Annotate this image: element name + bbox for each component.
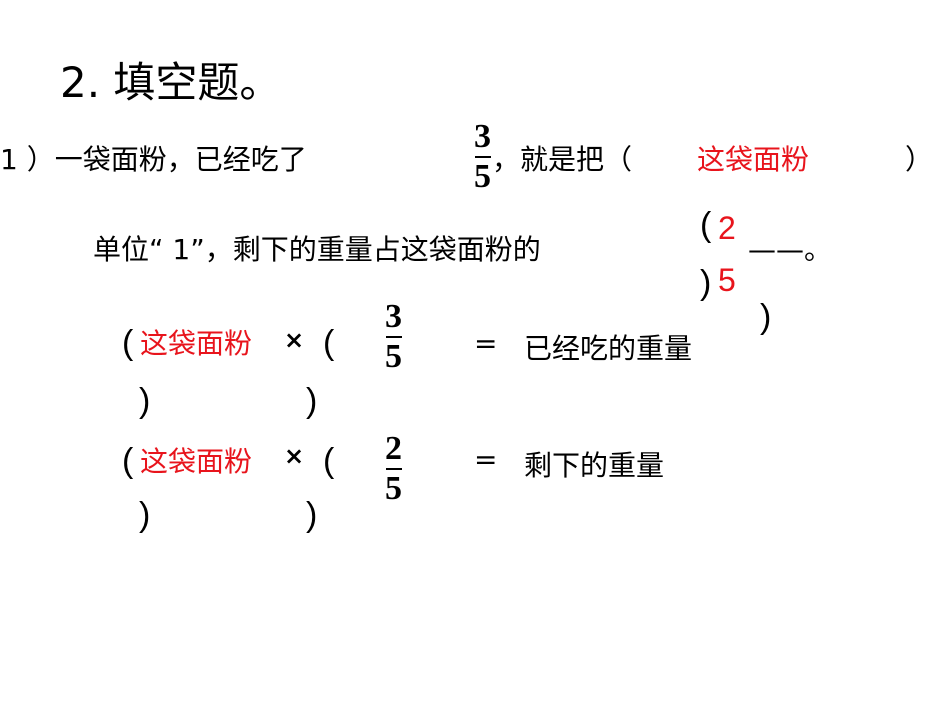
section-title: 2. 填空题。	[60, 58, 282, 107]
q1-answer-unit: 这袋面粉	[697, 143, 810, 176]
eq1-close-paren-1: )	[139, 382, 151, 420]
eq2-close-paren-2: )	[306, 496, 318, 534]
eq1-close-paren-2: )	[306, 382, 318, 420]
fraction-numerator: 2	[385, 430, 402, 467]
eq2-open-paren-2: (	[323, 442, 335, 480]
eq1-equals: =	[474, 327, 498, 360]
fraction-numerator: 3	[385, 298, 402, 335]
q2-answer-denominator: 5	[718, 262, 736, 298]
q1-fraction: 3 5	[474, 120, 491, 194]
eq1-open-paren-1: (	[122, 324, 134, 362]
q2-text-a: 单位“ 1”，剩下的重量占这袋面粉的	[93, 233, 541, 266]
eq2-close-paren-1: )	[139, 496, 151, 534]
fraction-bar	[385, 336, 402, 338]
q2-close-paren-2: )	[760, 298, 772, 336]
fraction-denominator: 5	[474, 158, 491, 195]
fraction-denominator: 5	[385, 338, 402, 375]
eq1-times: ×	[284, 326, 305, 354]
fraction-bar	[385, 468, 402, 470]
eq1-answer: 这袋面粉	[140, 327, 253, 360]
eq2-result: 剩下的重量	[524, 449, 665, 482]
eq2-fraction: 2 5	[385, 432, 402, 506]
eq2-times: ×	[284, 442, 305, 470]
fraction-denominator: 5	[385, 470, 402, 507]
q2-answer-numerator: 2	[718, 210, 736, 246]
q1-text-a: 1 ）一袋面粉，已经吃了	[0, 143, 307, 176]
q2-open-paren: (	[700, 206, 712, 244]
eq2-answer: 这袋面粉	[140, 445, 253, 478]
q1-text-b: ，就是把（	[492, 143, 633, 176]
eq1-result: 已经吃的重量	[524, 332, 693, 365]
eq1-open-paren-2: (	[323, 324, 335, 362]
q2-blank: ——。	[748, 233, 833, 266]
eq2-equals: =	[474, 443, 498, 476]
eq2-open-paren-1: (	[122, 442, 134, 480]
fraction-bar	[474, 156, 491, 158]
q1-text-c: ）	[905, 143, 934, 176]
q2-close-paren: )	[700, 264, 712, 302]
eq1-fraction: 3 5	[385, 300, 402, 374]
fraction-numerator: 3	[474, 118, 491, 155]
